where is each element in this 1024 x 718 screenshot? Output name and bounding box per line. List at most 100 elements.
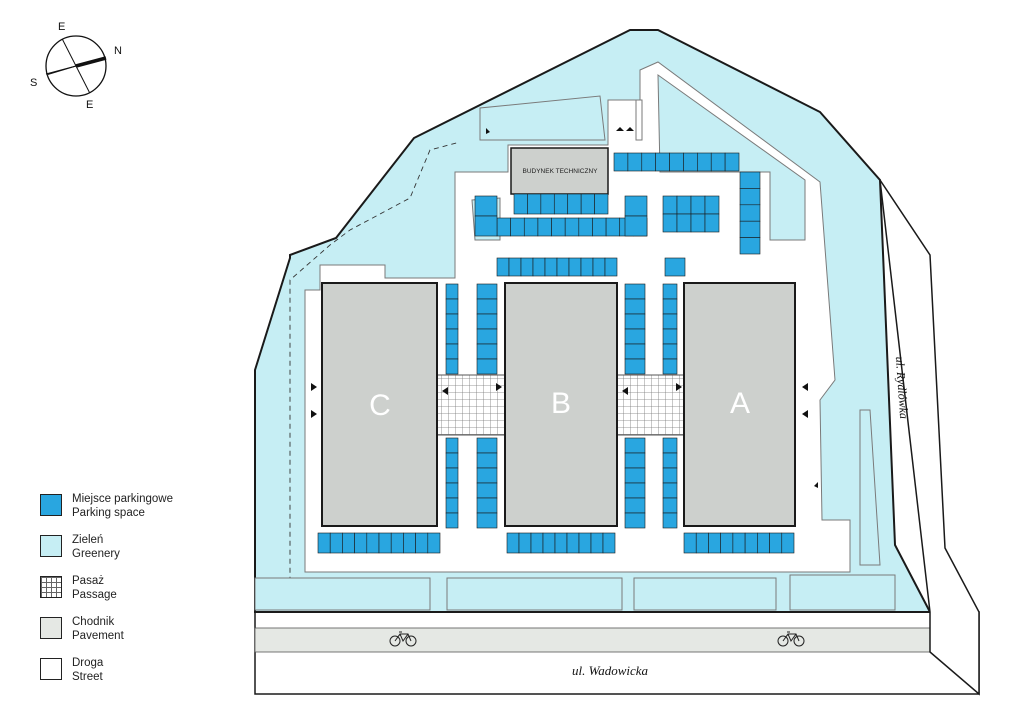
building-b (504, 282, 618, 527)
entrance-arrow-icon (311, 383, 317, 391)
parking-space (602, 532, 616, 554)
parking-space (624, 467, 646, 484)
parking-space (496, 217, 511, 237)
street-area (254, 611, 980, 695)
bicycle-icon (777, 631, 805, 647)
passage-ba (616, 374, 685, 436)
parking-space (544, 257, 558, 277)
parking-space (445, 467, 459, 484)
parking-space (732, 532, 746, 554)
entrance-arrow-icon (676, 383, 682, 391)
parking-space (476, 313, 498, 330)
parking-space (641, 152, 656, 172)
parking-space (578, 532, 592, 554)
buildings: C B A (321, 282, 796, 527)
parking-space (445, 512, 459, 529)
parking-space (662, 358, 678, 375)
parking-space (624, 482, 646, 499)
parking-space (530, 532, 544, 554)
greenery-islands (254, 74, 896, 611)
parking-space (624, 343, 646, 360)
parking-space (354, 532, 368, 554)
parking-space (378, 532, 392, 554)
parking-space (445, 482, 459, 499)
parking-space (476, 343, 498, 360)
parking-space (445, 452, 459, 469)
parking-space (613, 152, 629, 172)
legend-label-pl: Chodnik (72, 616, 115, 628)
entrance-arrow-icon (496, 383, 502, 391)
parking-space (690, 213, 706, 233)
compass-north: N (114, 45, 122, 57)
parking-space (669, 152, 684, 172)
parking-space (520, 257, 534, 277)
parking-space (476, 452, 498, 469)
parking-space (496, 257, 510, 277)
parking-space (744, 532, 758, 554)
legend-label-pl: Zieleń (72, 534, 104, 546)
parking-space (445, 343, 459, 360)
building-c (321, 282, 438, 527)
parking-space (708, 532, 721, 554)
compass-icon: N S E E (30, 21, 122, 111)
parking-space (624, 298, 646, 315)
legend-label-en: Pavement (72, 630, 124, 642)
parking-space (624, 512, 646, 529)
parking-space (704, 213, 720, 233)
legend-label-en: Greenery (72, 548, 120, 560)
technical-building: BUDYNEK TECHNICZNY (510, 147, 609, 195)
legend-label-pl: Pasaż (72, 575, 104, 587)
parking-space (513, 193, 528, 215)
compass-east: E (86, 99, 93, 111)
parking-space (662, 437, 678, 454)
entrance-arrow-icon (616, 127, 624, 131)
parking-space (554, 532, 568, 554)
parking-space (739, 171, 761, 189)
parking-space (710, 152, 726, 172)
parking-space (580, 257, 594, 277)
legend-item-greenery: Zieleń Greenery (40, 533, 240, 561)
parking-space (594, 193, 609, 215)
legend-item-pavement: Chodnik Pavement (40, 615, 240, 643)
parking-space (580, 193, 595, 215)
parking-space (476, 358, 498, 375)
passage-cb (436, 374, 506, 436)
parking-space (624, 313, 646, 330)
parking-space (627, 152, 643, 172)
parking-space (695, 532, 709, 554)
parking-space (474, 215, 498, 237)
parking-space (329, 532, 343, 554)
parking-space (724, 152, 740, 172)
parking-space (720, 532, 734, 554)
entrance-arrow-icon (814, 482, 818, 488)
parking-space (445, 313, 459, 330)
parking-space (567, 193, 582, 215)
parking-space (662, 328, 678, 345)
parking-space (662, 497, 678, 514)
parking-space (624, 497, 646, 514)
parking-space (564, 217, 580, 237)
parking-space (624, 358, 646, 375)
parking-space (527, 193, 542, 215)
parking-space (476, 512, 498, 529)
legend-label-en: Passage (72, 589, 117, 601)
parking-space (739, 204, 761, 222)
parking-space (427, 532, 441, 554)
parking-space (476, 467, 498, 484)
parking-space (624, 437, 646, 454)
parking-space (532, 257, 546, 277)
legend-label-en: Street (72, 671, 103, 683)
parking-space (592, 217, 607, 237)
parking-space (476, 298, 498, 315)
parking-space (476, 283, 498, 300)
parking-space (592, 257, 606, 277)
parking-space (781, 532, 795, 554)
entrance-arrow-icon (626, 127, 634, 131)
parking-space (690, 195, 706, 215)
entrance-arrow-icon (442, 387, 448, 395)
compass-west: E (58, 21, 65, 33)
parking-space (342, 532, 355, 554)
parking-space (415, 532, 429, 554)
parking-space (366, 532, 380, 554)
